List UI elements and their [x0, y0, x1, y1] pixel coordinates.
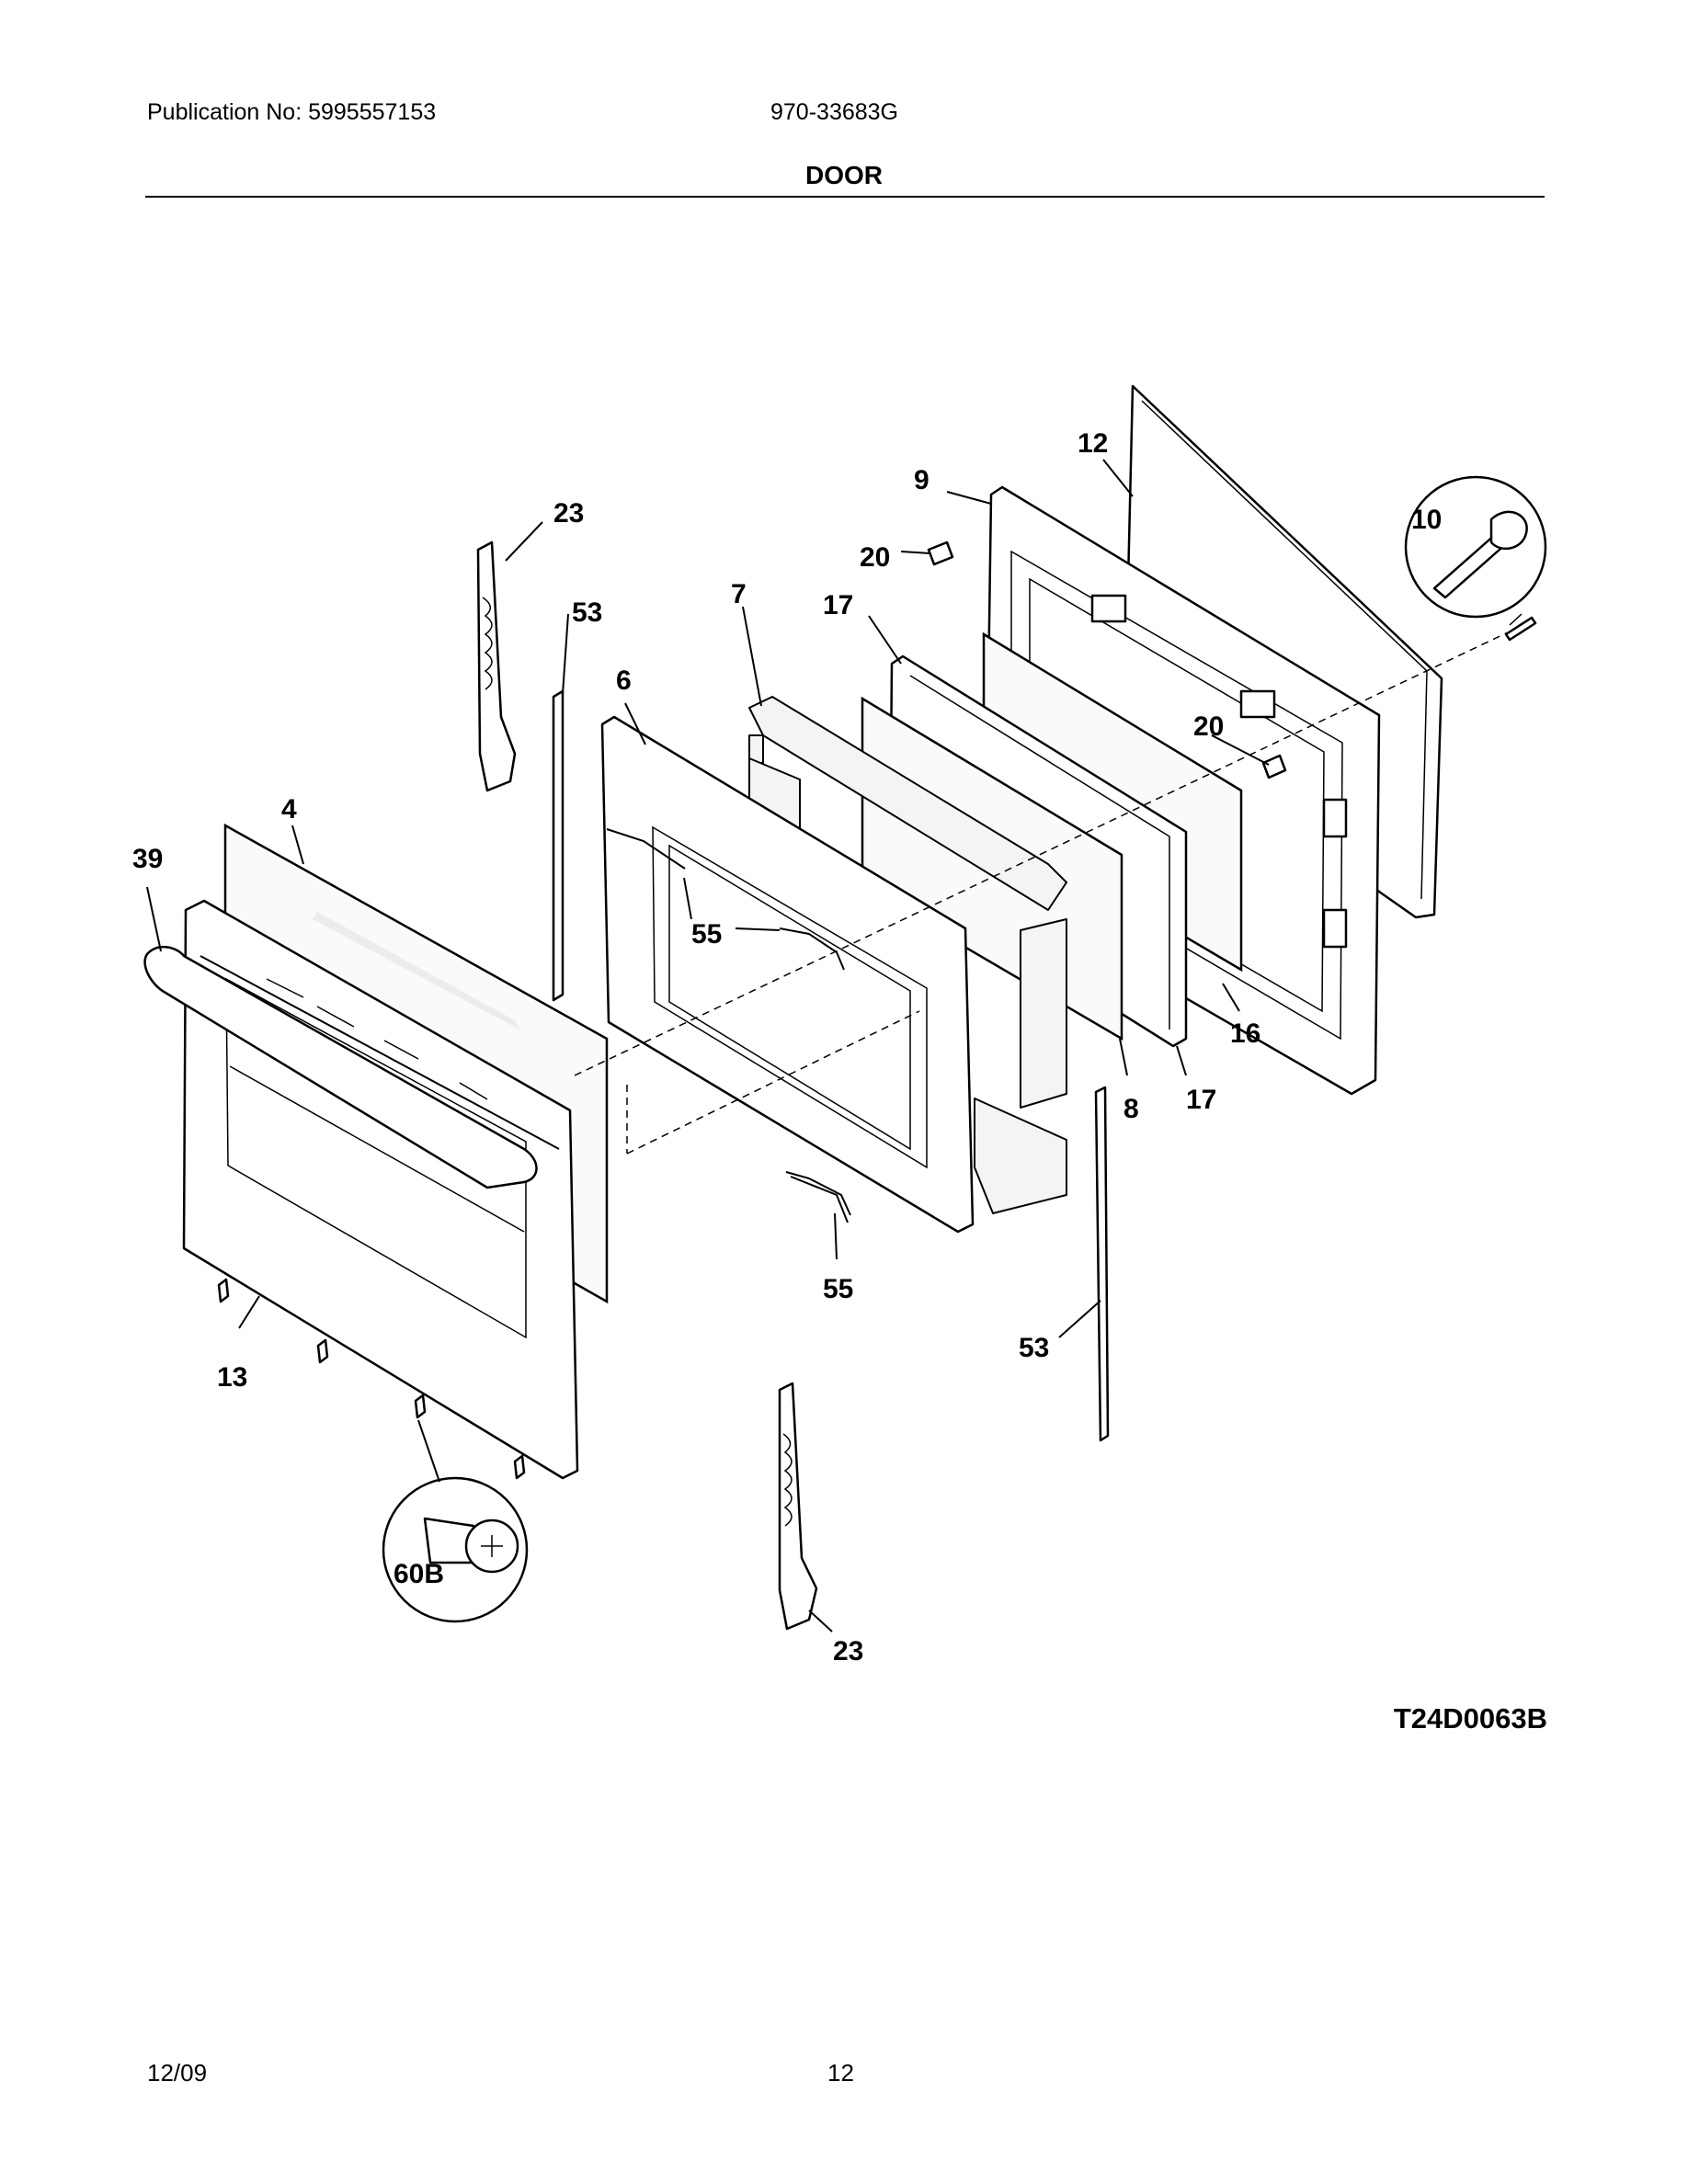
callout-23-bottom: 23	[833, 1636, 863, 1666]
part-23-hinge-top	[476, 540, 517, 792]
callout-6: 6	[616, 665, 632, 696]
part-55-bracket-mid	[779, 927, 845, 971]
callout-10: 10	[1411, 505, 1442, 535]
callout-53-top: 53	[572, 597, 602, 628]
part-53-side-trim-bottom	[1094, 1086, 1110, 1442]
callout-55-bottom: 55	[823, 1274, 853, 1304]
callout-16: 16	[1230, 1018, 1260, 1049]
callout-9: 9	[914, 465, 930, 495]
callout-8: 8	[1123, 1094, 1139, 1124]
assembly-alignment-lines	[574, 631, 1509, 1155]
callout-39: 39	[132, 844, 163, 874]
part-60b-screws	[217, 1278, 526, 1480]
detail-circle-10	[1404, 475, 1547, 626]
detail-circle-60b	[382, 1476, 529, 1623]
publication-number: Publication No: 5995557153	[147, 99, 437, 125]
model-number: 970-33683G	[770, 99, 899, 125]
part-53-side-trim-top	[552, 689, 565, 1002]
callout-7: 7	[731, 579, 747, 609]
part-10-screw	[1504, 616, 1537, 642]
leader-lines	[146, 459, 1270, 1632]
part-20-clip-top	[927, 540, 954, 566]
callout-60b: 60B	[393, 1559, 444, 1589]
header-rule	[145, 196, 1545, 198]
callout-labels: 12 9 10 23 20 53 7 17 6 20 4 39 55 16 8 …	[132, 428, 1442, 1666]
callout-55-mid: 55	[691, 919, 722, 950]
callout-13: 13	[217, 1362, 247, 1393]
callout-53-bottom: 53	[1019, 1333, 1049, 1363]
part-20-clip-mid	[1261, 754, 1287, 779]
callout-20-mid: 20	[1193, 711, 1224, 742]
callout-23-top: 23	[553, 498, 584, 529]
footer-page-number: 12	[827, 2059, 854, 2087]
callout-12: 12	[1078, 428, 1108, 459]
section-title: DOOR	[805, 161, 883, 189]
callout-20-top: 20	[860, 542, 890, 573]
part-39-door-handle	[143, 946, 538, 1189]
drawing-code: T24D0063B	[1393, 1702, 1547, 1735]
part-55-bracket-bottom	[785, 1171, 851, 1216]
callout-4: 4	[281, 794, 297, 825]
callout-17-top: 17	[823, 590, 853, 620]
part-23-hinge-bottom	[778, 1382, 818, 1631]
callout-17-bottom: 17	[1186, 1085, 1216, 1115]
footer-date: 12/09	[147, 2059, 208, 2087]
